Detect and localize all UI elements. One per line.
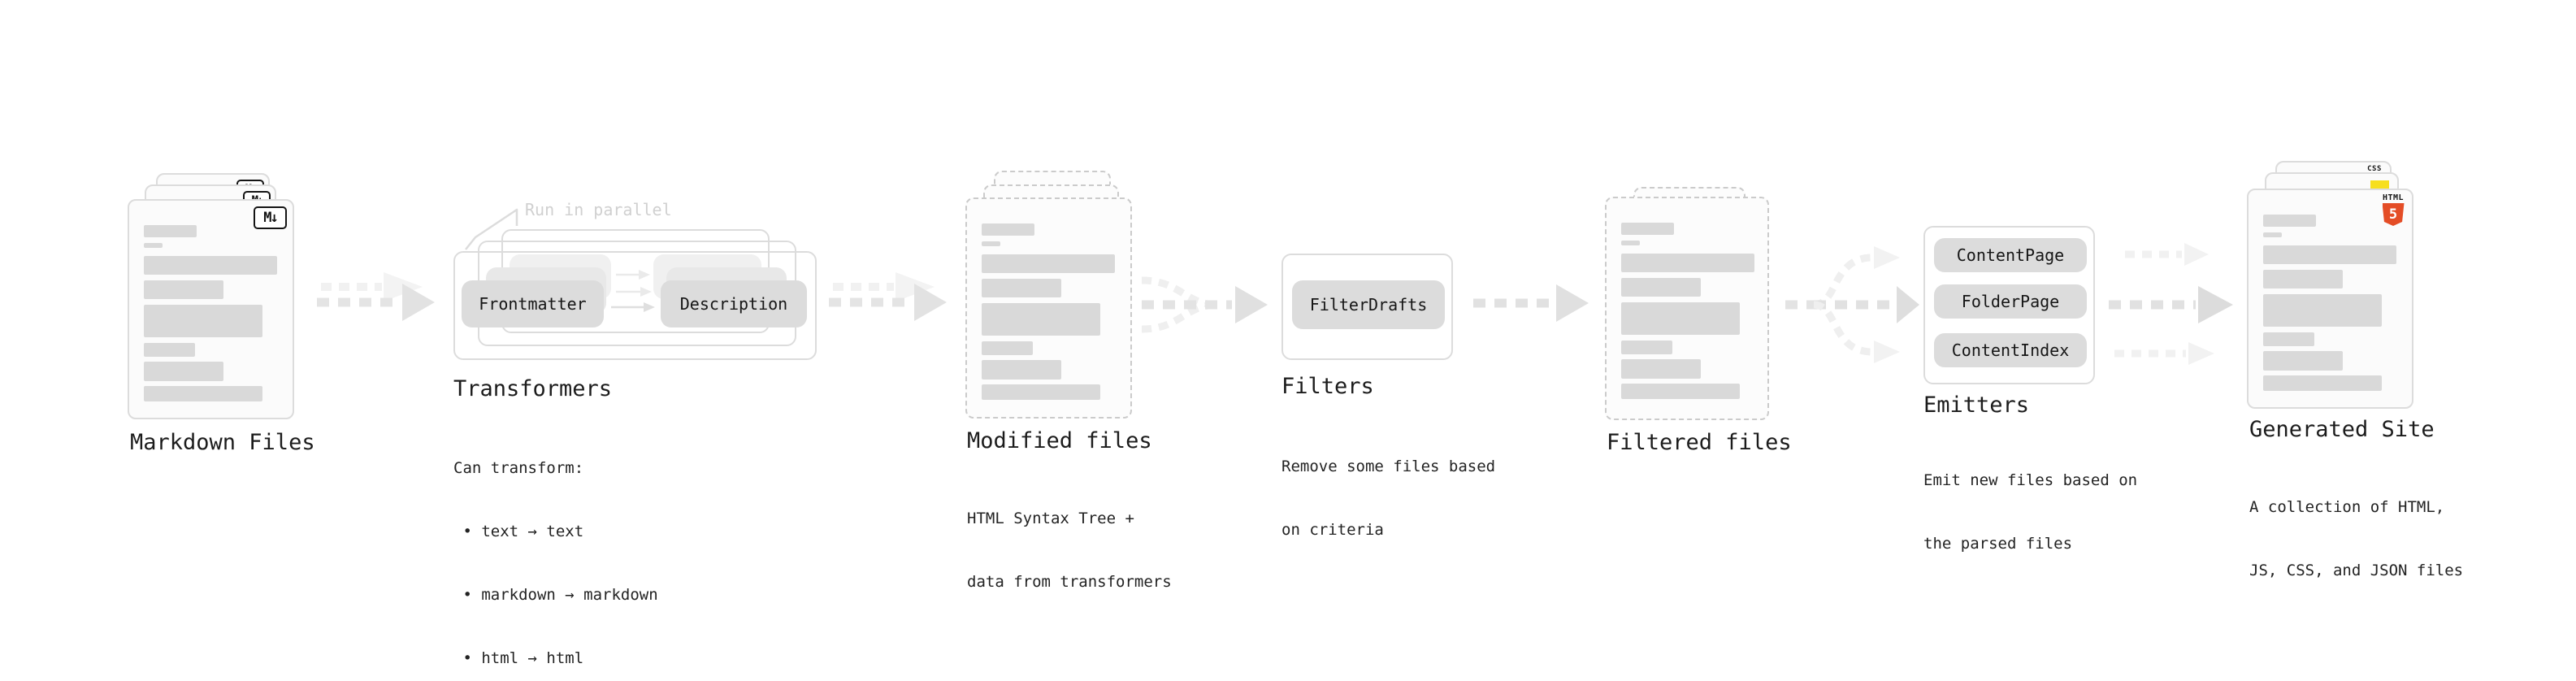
- pill-folderpage: FolderPage: [1934, 284, 2087, 319]
- skeleton-bar: [1621, 278, 1701, 297]
- annotation-leader-line: [465, 208, 518, 250]
- arrow-filtered-to-emitters: [1785, 246, 1919, 363]
- skeleton-bar: [2263, 245, 2396, 264]
- filtered-file-card: [1605, 197, 1769, 420]
- skeleton-bar: [144, 305, 262, 337]
- js-icon: [2370, 180, 2389, 189]
- pill-filterdrafts: FilterDrafts: [1292, 280, 1445, 329]
- transformers-label: Transformers: [453, 376, 613, 401]
- skeleton-bar: [144, 280, 223, 299]
- skeleton-bar: [1621, 340, 1672, 354]
- skeleton-bar: [1621, 359, 1701, 379]
- skeleton-bar: [1621, 241, 1640, 245]
- skeleton-bar: [144, 243, 163, 248]
- skeleton-bar: [982, 279, 1061, 297]
- skeleton-bar: [982, 341, 1033, 355]
- pill-contentindex: ContentIndex: [1934, 333, 2087, 367]
- skeleton-bar: [2263, 375, 2382, 391]
- transformer-box: [453, 251, 817, 360]
- skeleton-bar: [2263, 332, 2314, 346]
- skeleton-bar: [2263, 351, 2343, 371]
- skeleton-bar: [144, 386, 262, 401]
- transformers-description: Can transform: • text → text • markdown …: [453, 459, 658, 667]
- skeleton-bar: [1621, 223, 1674, 235]
- skeleton-bar: [982, 303, 1100, 336]
- parallel-arrows-icon: [611, 270, 655, 312]
- skeleton-bar: [982, 254, 1115, 273]
- generated-site-label: Generated Site: [2249, 417, 2435, 442]
- site-file-card-html: HTML 5: [2247, 189, 2413, 409]
- markdown-file-card: M↓: [128, 199, 294, 419]
- skeleton-bar: [982, 360, 1061, 380]
- skeleton-bar: [982, 223, 1034, 236]
- html5-icon: HTML 5: [2381, 194, 2405, 226]
- skeleton-bar: [144, 362, 223, 381]
- arrow-modified-to-filters: [1141, 276, 1268, 333]
- filters-description: Remove some files based on criteria: [1281, 458, 1496, 539]
- file-skeleton: [982, 223, 1119, 409]
- arrow-filters-to-filtered: [1473, 284, 1589, 322]
- generated-site-description: A collection of HTML, JS, CSS, and JSON …: [2249, 498, 2464, 579]
- markdown-files-label: Markdown Files: [130, 430, 315, 455]
- skeleton-bar: [144, 256, 277, 275]
- modified-files-label: Modified files: [967, 428, 1152, 453]
- arrow-markdown-to-transformers: [317, 272, 435, 321]
- pill-contentpage: ContentPage: [1934, 238, 2087, 272]
- skeleton-bar: [144, 343, 195, 357]
- filters-box: [1281, 254, 1453, 360]
- emitters-box: [1923, 226, 2095, 384]
- markdown-icon: M↓: [254, 206, 287, 229]
- file-skeleton: [2263, 215, 2400, 399]
- file-skeleton: [1621, 223, 1756, 410]
- skeleton-bar: [1621, 254, 1754, 272]
- skeleton-bar: [2263, 232, 2282, 237]
- pill-frontmatter: Frontmatter: [462, 280, 604, 327]
- emitters-description: Emit new files based on the parsed files: [1923, 471, 2138, 553]
- skeleton-bar: [982, 384, 1100, 400]
- filtered-files-label: Filtered files: [1607, 430, 1792, 455]
- arrow-transformers-to-modified: [829, 272, 947, 321]
- run-in-parallel-annotation: Run in parallel: [525, 200, 672, 219]
- skeleton-bar: [144, 225, 197, 237]
- emitters-label: Emitters: [1923, 393, 2030, 418]
- arrow-emitters-to-site: [2109, 243, 2233, 365]
- skeleton-bar: [2263, 294, 2382, 327]
- skeleton-bar: [982, 241, 1000, 246]
- pill-description: Description: [661, 280, 807, 327]
- skeleton-bar: [2263, 215, 2316, 227]
- modified-files-description: HTML Syntax Tree + data from transformer…: [967, 510, 1172, 591]
- skeleton-bar: [1621, 302, 1740, 335]
- skeleton-bar: [2263, 270, 2343, 288]
- modified-file-card: [965, 197, 1132, 419]
- skeleton-bar: [1621, 384, 1740, 399]
- file-skeleton: [144, 225, 281, 410]
- filters-label: Filters: [1281, 374, 1374, 399]
